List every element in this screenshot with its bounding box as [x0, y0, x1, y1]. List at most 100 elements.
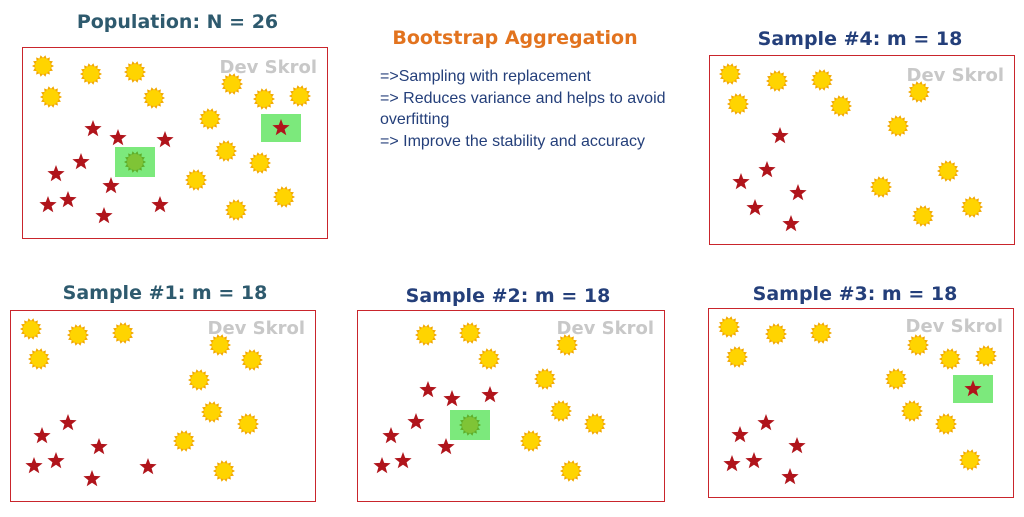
star-icon — [746, 199, 764, 216]
note-line: =>Sampling with replacement — [380, 68, 591, 85]
sun-icon — [975, 345, 997, 367]
sun-icon — [870, 176, 892, 198]
sun-icon — [215, 140, 237, 162]
sun-icon — [241, 349, 263, 371]
sun-icon — [726, 346, 748, 368]
sun-icon — [273, 186, 295, 208]
sun-icon — [225, 199, 247, 221]
main-title: Bootstrap Aggregation — [392, 27, 638, 49]
sun-icon — [959, 449, 981, 471]
sun-icon — [188, 369, 210, 391]
sun-icon — [415, 324, 437, 346]
star-icon — [731, 426, 749, 443]
sun-icon — [961, 196, 983, 218]
star-icon — [83, 470, 101, 487]
sun-icon — [766, 70, 788, 92]
star-icon — [95, 207, 113, 224]
star-icon — [373, 457, 391, 474]
star-icon — [90, 438, 108, 455]
sun-icon — [143, 87, 165, 109]
sample3-scatter — [718, 316, 997, 485]
watermark: Dev Skrol — [219, 57, 318, 78]
sun-icon — [459, 414, 481, 436]
sample1-panel: Dev Skrol — [10, 310, 316, 502]
sample4-title: Sample #4: m = 18 — [757, 28, 963, 50]
sample2-panel: Dev Skrol — [357, 310, 665, 502]
sample3-title: Sample #3: m = 18 — [752, 283, 958, 305]
sample2-scatter — [373, 322, 606, 482]
sun-icon — [28, 348, 50, 370]
star-icon — [732, 173, 750, 190]
star-icon — [272, 119, 290, 136]
note-line: => Reduces variance and helps to avoid o… — [380, 89, 666, 129]
star-icon — [382, 427, 400, 444]
sun-icon — [124, 61, 146, 83]
sun-icon — [199, 108, 221, 130]
star-icon — [771, 127, 789, 144]
sun-icon — [185, 169, 207, 191]
sun-icon — [907, 334, 929, 356]
sun-icon — [124, 151, 146, 173]
watermark: Dev Skrol — [906, 65, 1005, 86]
sun-icon — [935, 413, 957, 435]
sun-icon — [584, 413, 606, 435]
star-icon — [788, 437, 806, 454]
star-icon — [407, 413, 425, 430]
star-icon — [419, 381, 437, 398]
sun-icon — [810, 322, 832, 344]
sun-icon — [727, 93, 749, 115]
watermark: Dev Skrol — [905, 316, 1004, 337]
star-icon — [789, 184, 807, 201]
star-icon — [782, 215, 800, 232]
star-icon — [156, 131, 174, 148]
watermark: Dev Skrol — [207, 318, 306, 339]
sun-icon — [908, 81, 930, 103]
star-icon — [151, 196, 169, 213]
sun-icon — [32, 55, 54, 77]
sun-icon — [459, 322, 481, 344]
sun-icon — [765, 323, 787, 345]
sun-icon — [67, 324, 89, 346]
population-panel: Dev Skrol — [22, 47, 328, 239]
sun-icon — [939, 348, 961, 370]
sun-icon — [811, 69, 833, 91]
sun-icon — [550, 400, 572, 422]
sample1-scatter — [20, 318, 263, 487]
star-icon — [25, 457, 43, 474]
sample3-panel: Dev Skrol — [708, 308, 1014, 498]
sun-icon — [173, 430, 195, 452]
sun-icon — [887, 115, 909, 137]
watermark: Dev Skrol — [556, 318, 655, 339]
sun-icon — [249, 152, 271, 174]
star-icon — [59, 414, 77, 431]
star-icon — [39, 196, 57, 213]
star-icon — [443, 390, 461, 407]
star-icon — [481, 386, 499, 403]
population-scatter — [32, 55, 311, 224]
population-title: Population: N = 26 — [76, 11, 279, 33]
sun-icon — [901, 400, 923, 422]
notes-list: =>Sampling with replacement => Reduces v… — [380, 66, 680, 152]
sun-icon — [556, 334, 578, 356]
star-icon — [758, 161, 776, 178]
star-icon — [47, 452, 65, 469]
star-icon — [723, 455, 741, 472]
sample2-title: Sample #2: m = 18 — [405, 285, 611, 307]
star-icon — [745, 452, 763, 469]
star-icon — [437, 438, 455, 455]
sun-icon — [80, 63, 102, 85]
sun-icon — [40, 86, 62, 108]
sun-icon — [112, 322, 134, 344]
sun-icon — [289, 85, 311, 107]
sun-icon — [830, 95, 852, 117]
note-line: => Improve the stability and accuracy — [380, 132, 646, 150]
sun-icon — [912, 205, 934, 227]
sun-icon — [201, 401, 223, 423]
sample1-title: Sample #1: m = 18 — [62, 282, 268, 304]
star-icon — [59, 191, 77, 208]
sun-icon — [209, 334, 231, 356]
sample4-scatter — [719, 63, 983, 232]
sun-icon — [253, 88, 275, 110]
sun-icon — [534, 368, 556, 390]
star-icon — [139, 458, 157, 475]
